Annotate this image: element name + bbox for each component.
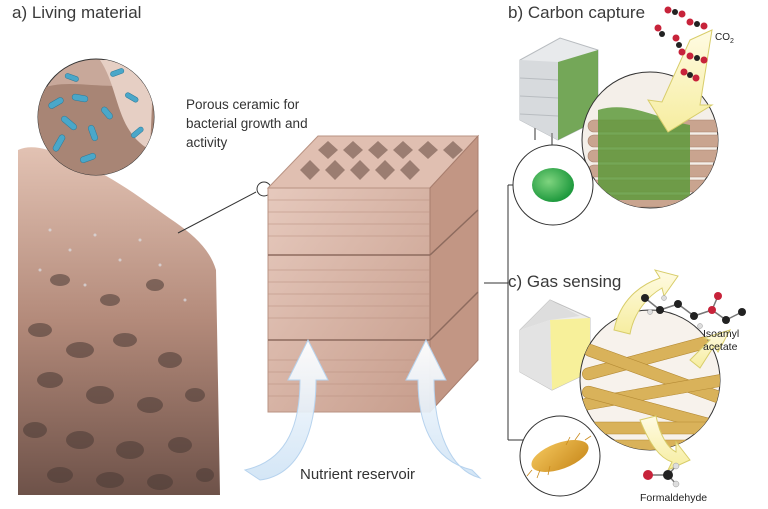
panel-a-caption: Porous ceramic for bacterial growth and … [186, 97, 308, 150]
formaldehyde-molecule-icon [643, 462, 680, 488]
co2-label: CO2 [715, 32, 734, 45]
formaldehyde-label: Formaldehyde [640, 492, 708, 504]
connector-line [177, 191, 257, 234]
co2-label-text: CO [715, 32, 730, 43]
panel-connectors [484, 184, 524, 441]
magnified-bacteria-view [37, 58, 155, 176]
porous-material-illustration [18, 147, 220, 495]
molecule-icon [654, 6, 708, 82]
panel-c-title: c) Gas sensing [508, 272, 622, 291]
isoamyl-label-line2: acetate [703, 341, 738, 353]
isoamyl-label-line1: Isoamyl [703, 328, 740, 340]
nutrient-reservoir-label: Nutrient reservoir [300, 466, 416, 483]
green-brick-closeup [581, 71, 719, 209]
bacterium-icon [519, 415, 601, 497]
co2-subscript: 2 [730, 38, 734, 45]
house-icon [519, 299, 591, 391]
algae-cell-view [512, 144, 594, 226]
isoamyl-acetate-molecule-icon [641, 292, 746, 329]
gas-arrows [613, 269, 732, 472]
nutrient-arrows [243, 338, 482, 481]
panel-a-title: a) Living material [12, 3, 142, 22]
panel-b-title: b) Carbon capture [508, 3, 646, 22]
